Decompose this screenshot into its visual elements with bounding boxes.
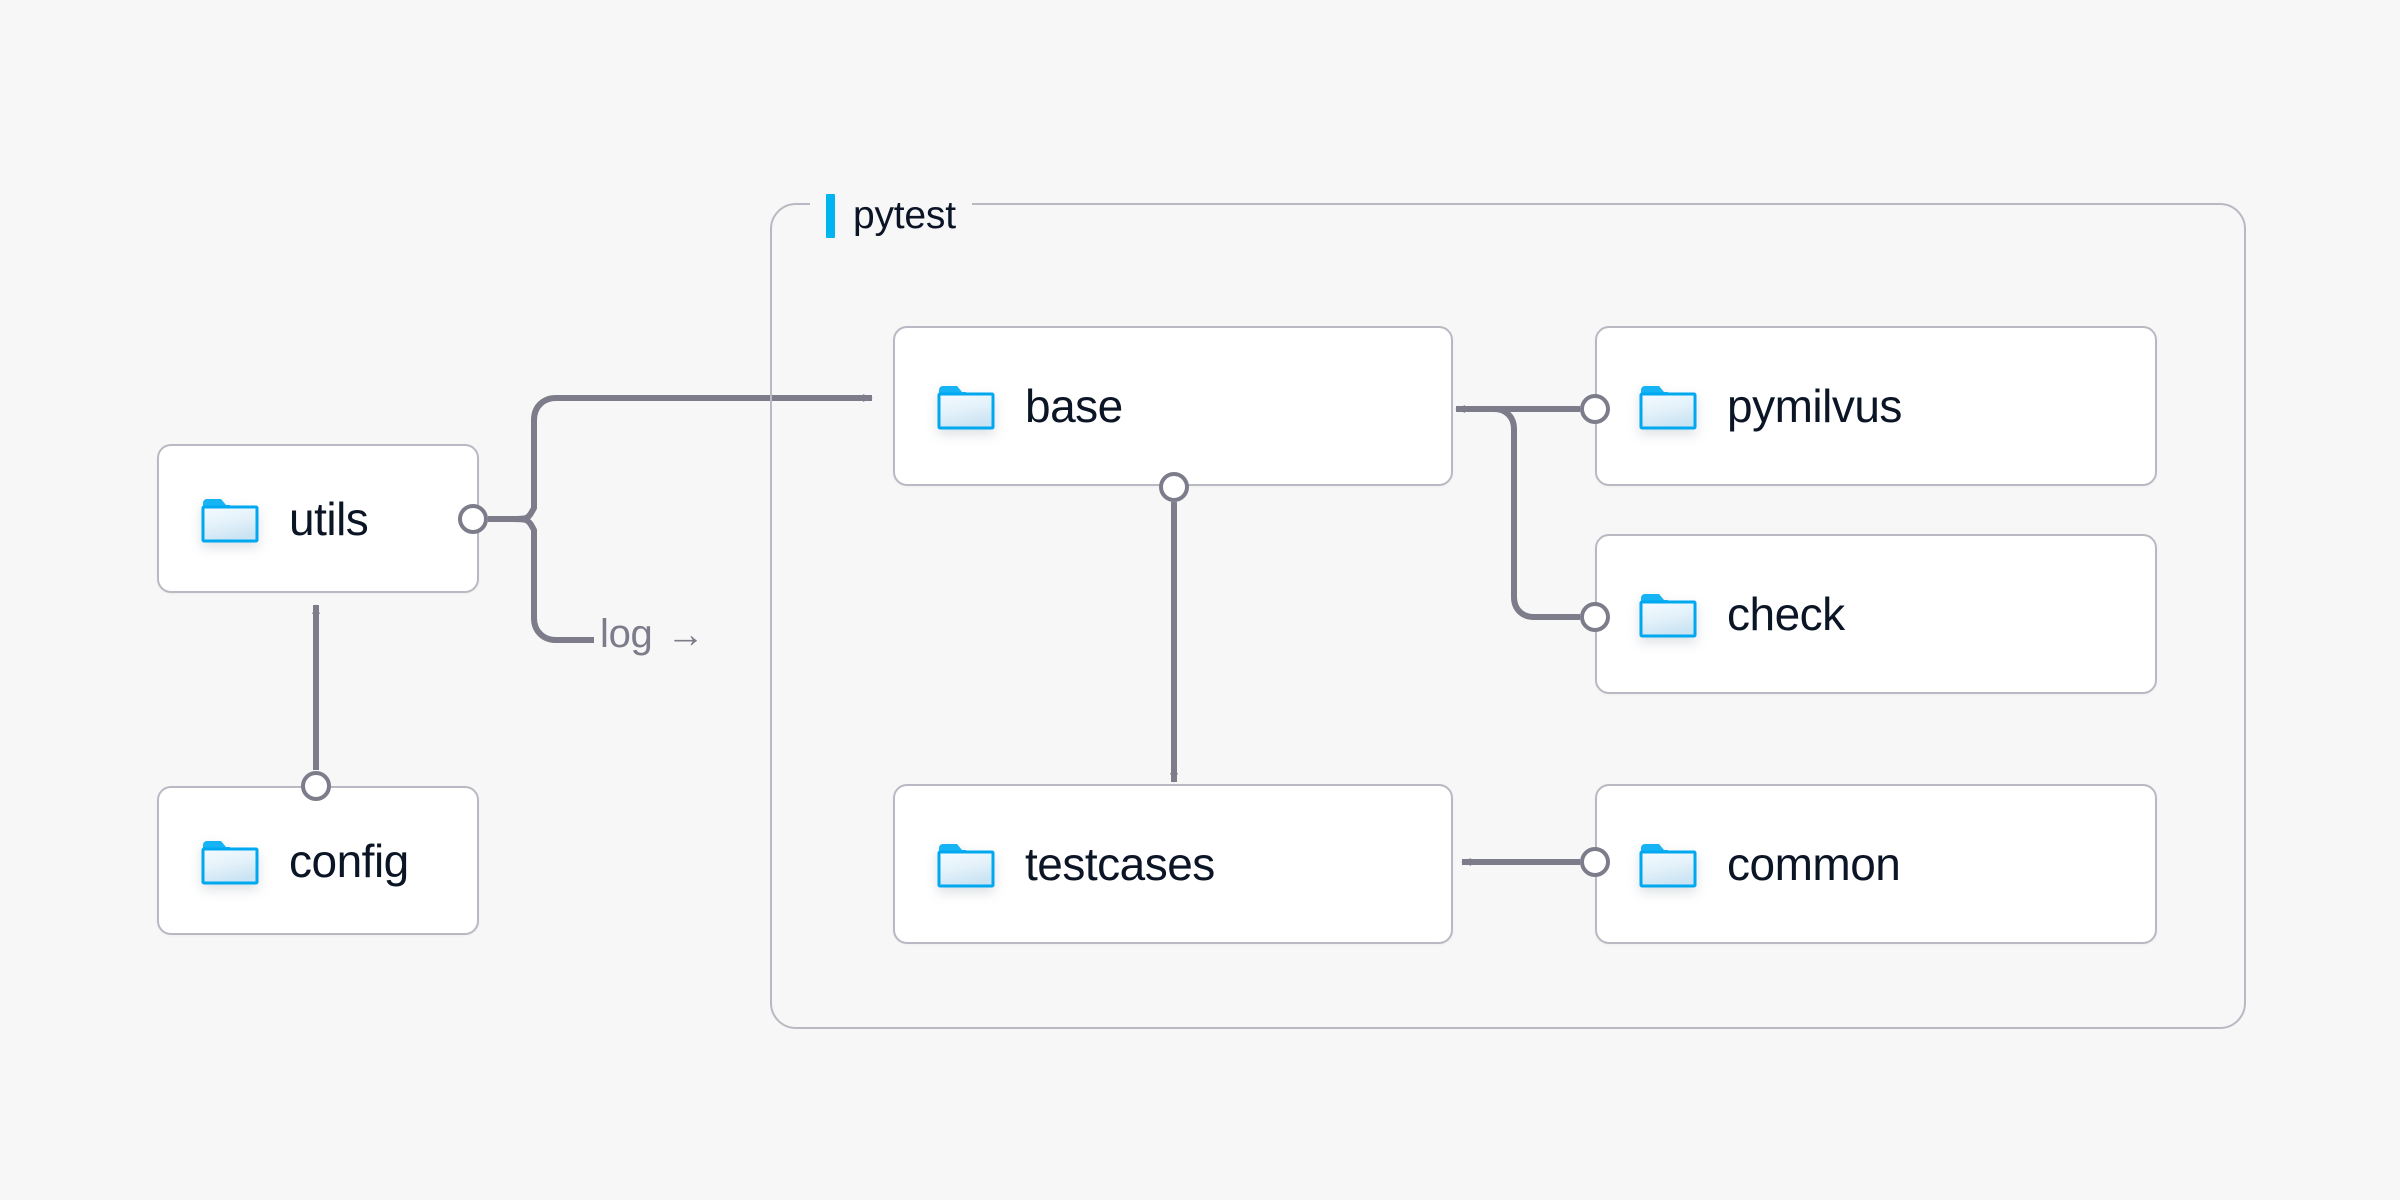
node-pymilvus[interactable]: pymilvus — [1595, 326, 2157, 486]
edge-label-log: log → — [600, 612, 704, 657]
folder-icon — [1639, 840, 1697, 888]
node-check[interactable]: check — [1595, 534, 2157, 694]
node-utils-label: utils — [289, 492, 369, 545]
folder-icon — [201, 495, 259, 543]
group-accent-bar — [826, 194, 835, 238]
port-base-bottom[interactable] — [1159, 472, 1189, 502]
node-base[interactable]: base — [893, 326, 1453, 486]
node-base-label: base — [1025, 380, 1123, 432]
node-config-label: config — [289, 834, 409, 887]
group-pytest-label: pytest — [810, 192, 972, 240]
folder-icon — [937, 840, 995, 888]
group-title: pytest — [853, 194, 956, 237]
edge-label-log-text: log — [600, 612, 653, 656]
folder-icon — [1639, 382, 1697, 430]
port-utils-right[interactable] — [458, 504, 488, 534]
node-testcases[interactable]: testcases — [893, 784, 1453, 944]
folder-icon — [201, 837, 259, 885]
node-testcases-label: testcases — [1025, 838, 1215, 890]
edge-utils-to-log — [511, 516, 594, 643]
folder-icon — [937, 382, 995, 430]
group-pytest — [770, 203, 2246, 1029]
node-utils[interactable]: utils — [157, 444, 479, 593]
port-pymilvus-left[interactable] — [1580, 394, 1610, 424]
port-config-top[interactable] — [301, 771, 331, 801]
arrow-right-icon: → — [666, 613, 705, 656]
node-common[interactable]: common — [1595, 784, 2157, 944]
node-pymilvus-label: pymilvus — [1727, 380, 1902, 432]
node-common-label: common — [1727, 838, 1901, 890]
folder-icon — [1639, 590, 1697, 638]
port-common-left[interactable] — [1580, 847, 1610, 877]
node-check-label: check — [1727, 588, 1845, 640]
port-check-left[interactable] — [1580, 602, 1610, 632]
node-config[interactable]: config — [157, 786, 479, 935]
